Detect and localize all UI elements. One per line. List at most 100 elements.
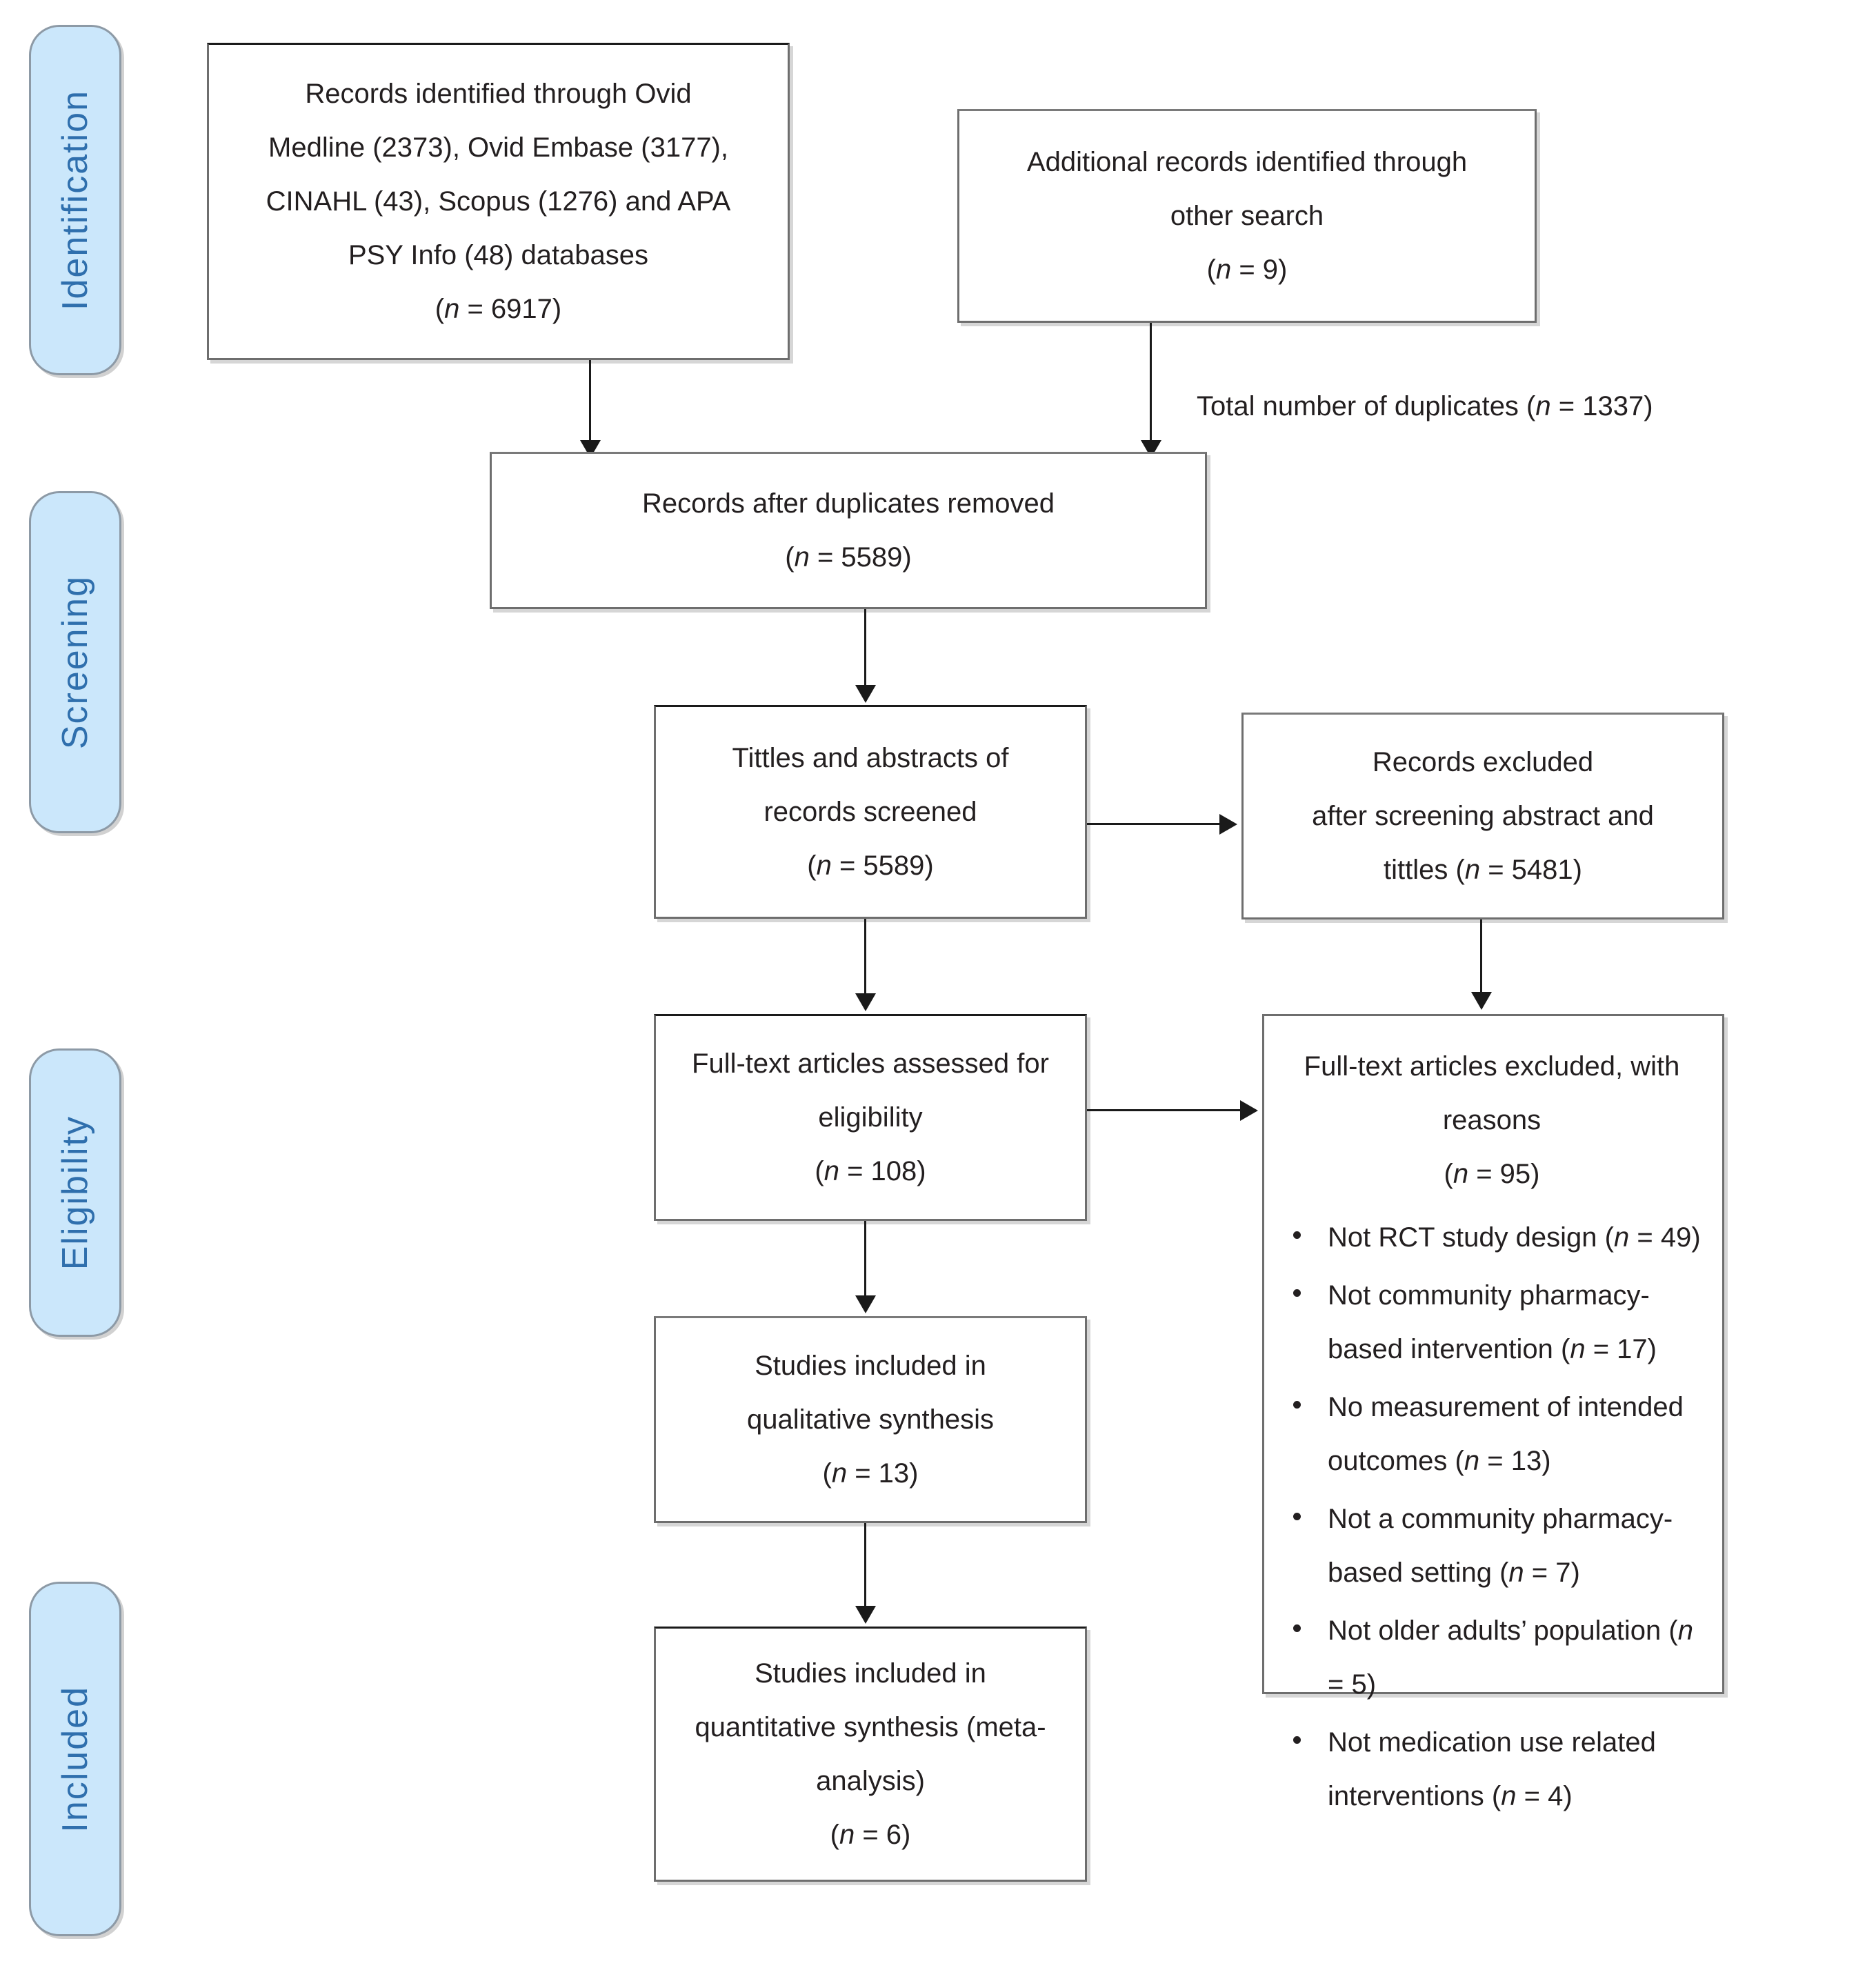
arrow-assessed-to-qualitative [855,1295,876,1313]
n-symbol: n [1501,1781,1517,1811]
list-item: Not RCT study design (n = 49) [1282,1211,1702,1264]
n-symbol: n [1570,1334,1586,1364]
qualitative-line1: Studies included in [755,1351,986,1381]
connector-dedup-to-screened [864,609,866,688]
paren-open: ( [435,294,445,324]
n-symbol: n [831,1458,848,1489]
list-item: No measurement of intended outcomes (n =… [1282,1380,1702,1488]
n-symbol: n [1215,255,1232,285]
paren-open: ( [1444,1159,1453,1189]
connector-additional-to-dedup [1150,323,1152,443]
reason-text-after: = 13) [1479,1446,1551,1476]
n-symbol: n [1453,1159,1469,1189]
quantitative-count: (n = 6) [830,1808,911,1862]
bullet-icon [1293,1624,1301,1632]
n-value: = 13) [847,1458,919,1489]
paren-open: ( [1206,255,1216,285]
fulltext-assessed-line2: eligibility [818,1102,923,1133]
box-records-excluded: Records excluded after screening abstrac… [1241,713,1724,919]
reason-text-after: = 5) [1328,1669,1377,1700]
list-item: Not community pharmacy-based interventio… [1282,1269,1702,1376]
reason-text-after: = 4) [1516,1781,1573,1811]
reason-text-before: Not older adults’ population ( [1328,1615,1678,1646]
stage-label-included: Included [55,1685,95,1833]
records-identified-line2: Medline (2373), Ovid Embase (3177), [268,132,728,163]
box-qualitative-synthesis: Studies included in qualitative synthesi… [654,1316,1087,1523]
box-fulltext-excluded: Full-text articles excluded, with reason… [1262,1014,1724,1811]
arrow-assessed-to-fulltext-excluded [1240,1100,1258,1121]
arrow-screened-to-excluded [1219,814,1237,835]
n-value: = 6) [855,1820,911,1850]
reason-text-before: Not medication use related interventions… [1328,1727,1656,1811]
stage-pill-eligibility: Eligibility [29,1048,121,1337]
additional-records-line2: other search [1170,201,1324,231]
quantitative-line3: analysis) [816,1766,925,1796]
n-symbol: n [1464,855,1481,885]
fulltext-assessed-line1: Full-text articles assessed for [692,1048,1049,1079]
excluded-text-before: tittles ( [1384,855,1465,885]
n-value: = 95) [1468,1159,1540,1189]
stage-pill-included: Included [29,1582,121,1936]
stage-label-screening: Screening [55,575,95,750]
reason-text-before: No measurement of intended outcomes ( [1328,1392,1684,1476]
arrow-qualitative-to-quantitative [855,1606,876,1624]
fulltext-assessed-count: (n = 108) [815,1144,926,1198]
list-item: Not medication use related interventions… [1282,1716,1702,1823]
n-symbol: n [816,851,832,881]
reason-text-before: Not a community pharmacy-based setting ( [1328,1504,1673,1588]
titles-screened-line1: Tittles and abstracts of [732,743,1009,773]
stage-pill-screening: Screening [29,491,121,833]
reason-text-after: = 7) [1524,1558,1580,1588]
qualitative-count: (n = 13) [823,1446,919,1500]
n-value: = 108) [839,1156,926,1186]
connector-assessed-to-fulltext-excluded [1087,1109,1240,1111]
connector-excluded-to-fulltext-excluded [1480,919,1482,995]
stage-pill-identification: Identification [29,25,121,375]
paren-open: ( [807,851,817,881]
duplicates-text-after: = 1337) [1550,391,1653,421]
n-symbol: n [824,1156,839,1186]
qualitative-line2: qualitative synthesis [747,1404,994,1435]
n-value: = 6917) [459,294,562,324]
paren-open: ( [830,1820,839,1850]
stage-label-identification: Identification [55,90,95,310]
n-symbol: n [839,1820,855,1850]
records-excluded-line2: after screening abstract and [1312,801,1654,831]
n-value: = 5589) [809,542,912,573]
connector-screened-to-excluded [1087,823,1219,825]
titles-screened-count: (n = 5589) [807,839,933,893]
bullet-icon [1293,1736,1301,1744]
fulltext-excluded-heading: Full-text articles excluded, with reason… [1304,1051,1680,1135]
connector-identified-to-dedup [589,360,591,443]
titles-screened-line2: records screened [764,797,977,827]
arrow-dedup-to-screened [855,685,876,703]
records-excluded-count: tittles (n = 5481) [1384,843,1582,897]
n-symbol: n [794,542,810,573]
box-titles-screened: Tittles and abstracts of records screene… [654,705,1087,919]
after-duplicates-line1: Records after duplicates removed [641,488,1055,519]
stage-label-eligibility: Eligibility [55,1115,95,1271]
box-fulltext-assessed: Full-text articles assessed for eligibil… [654,1014,1087,1221]
n-value: = 5589) [831,851,934,881]
excluded-text-after: = 5481) [1480,855,1582,885]
box-additional-records: Additional records identified through ot… [957,109,1537,323]
list-item: Not older adults’ population (n = 5) [1282,1604,1702,1711]
duplicates-text-before: Total number of duplicates ( [1197,391,1536,421]
bullet-icon [1293,1513,1301,1520]
bullet-icon [1293,1289,1301,1297]
records-identified-line4: PSY Info (48) databases [348,240,649,270]
n-symbol: n [444,294,460,324]
connector-screened-to-fulltext [864,919,866,996]
fulltext-excluded-count: (n = 95) [1282,1147,1702,1201]
paren-open: ( [822,1458,832,1489]
quantitative-line2: quantitative synthesis (meta- [695,1712,1046,1742]
caption-total-duplicates: Total number of duplicates (n = 1337) [1197,390,1653,423]
reason-text-after: = 17) [1585,1334,1657,1364]
after-duplicates-count: (n = 5589) [785,530,911,584]
box-records-identified: Records identified through Ovid Medline … [207,43,790,360]
n-symbol: n [1464,1446,1480,1476]
quantitative-line1: Studies included in [755,1658,986,1689]
bullet-icon [1293,1401,1301,1409]
list-item: Not a community pharmacy-based setting (… [1282,1492,1702,1600]
